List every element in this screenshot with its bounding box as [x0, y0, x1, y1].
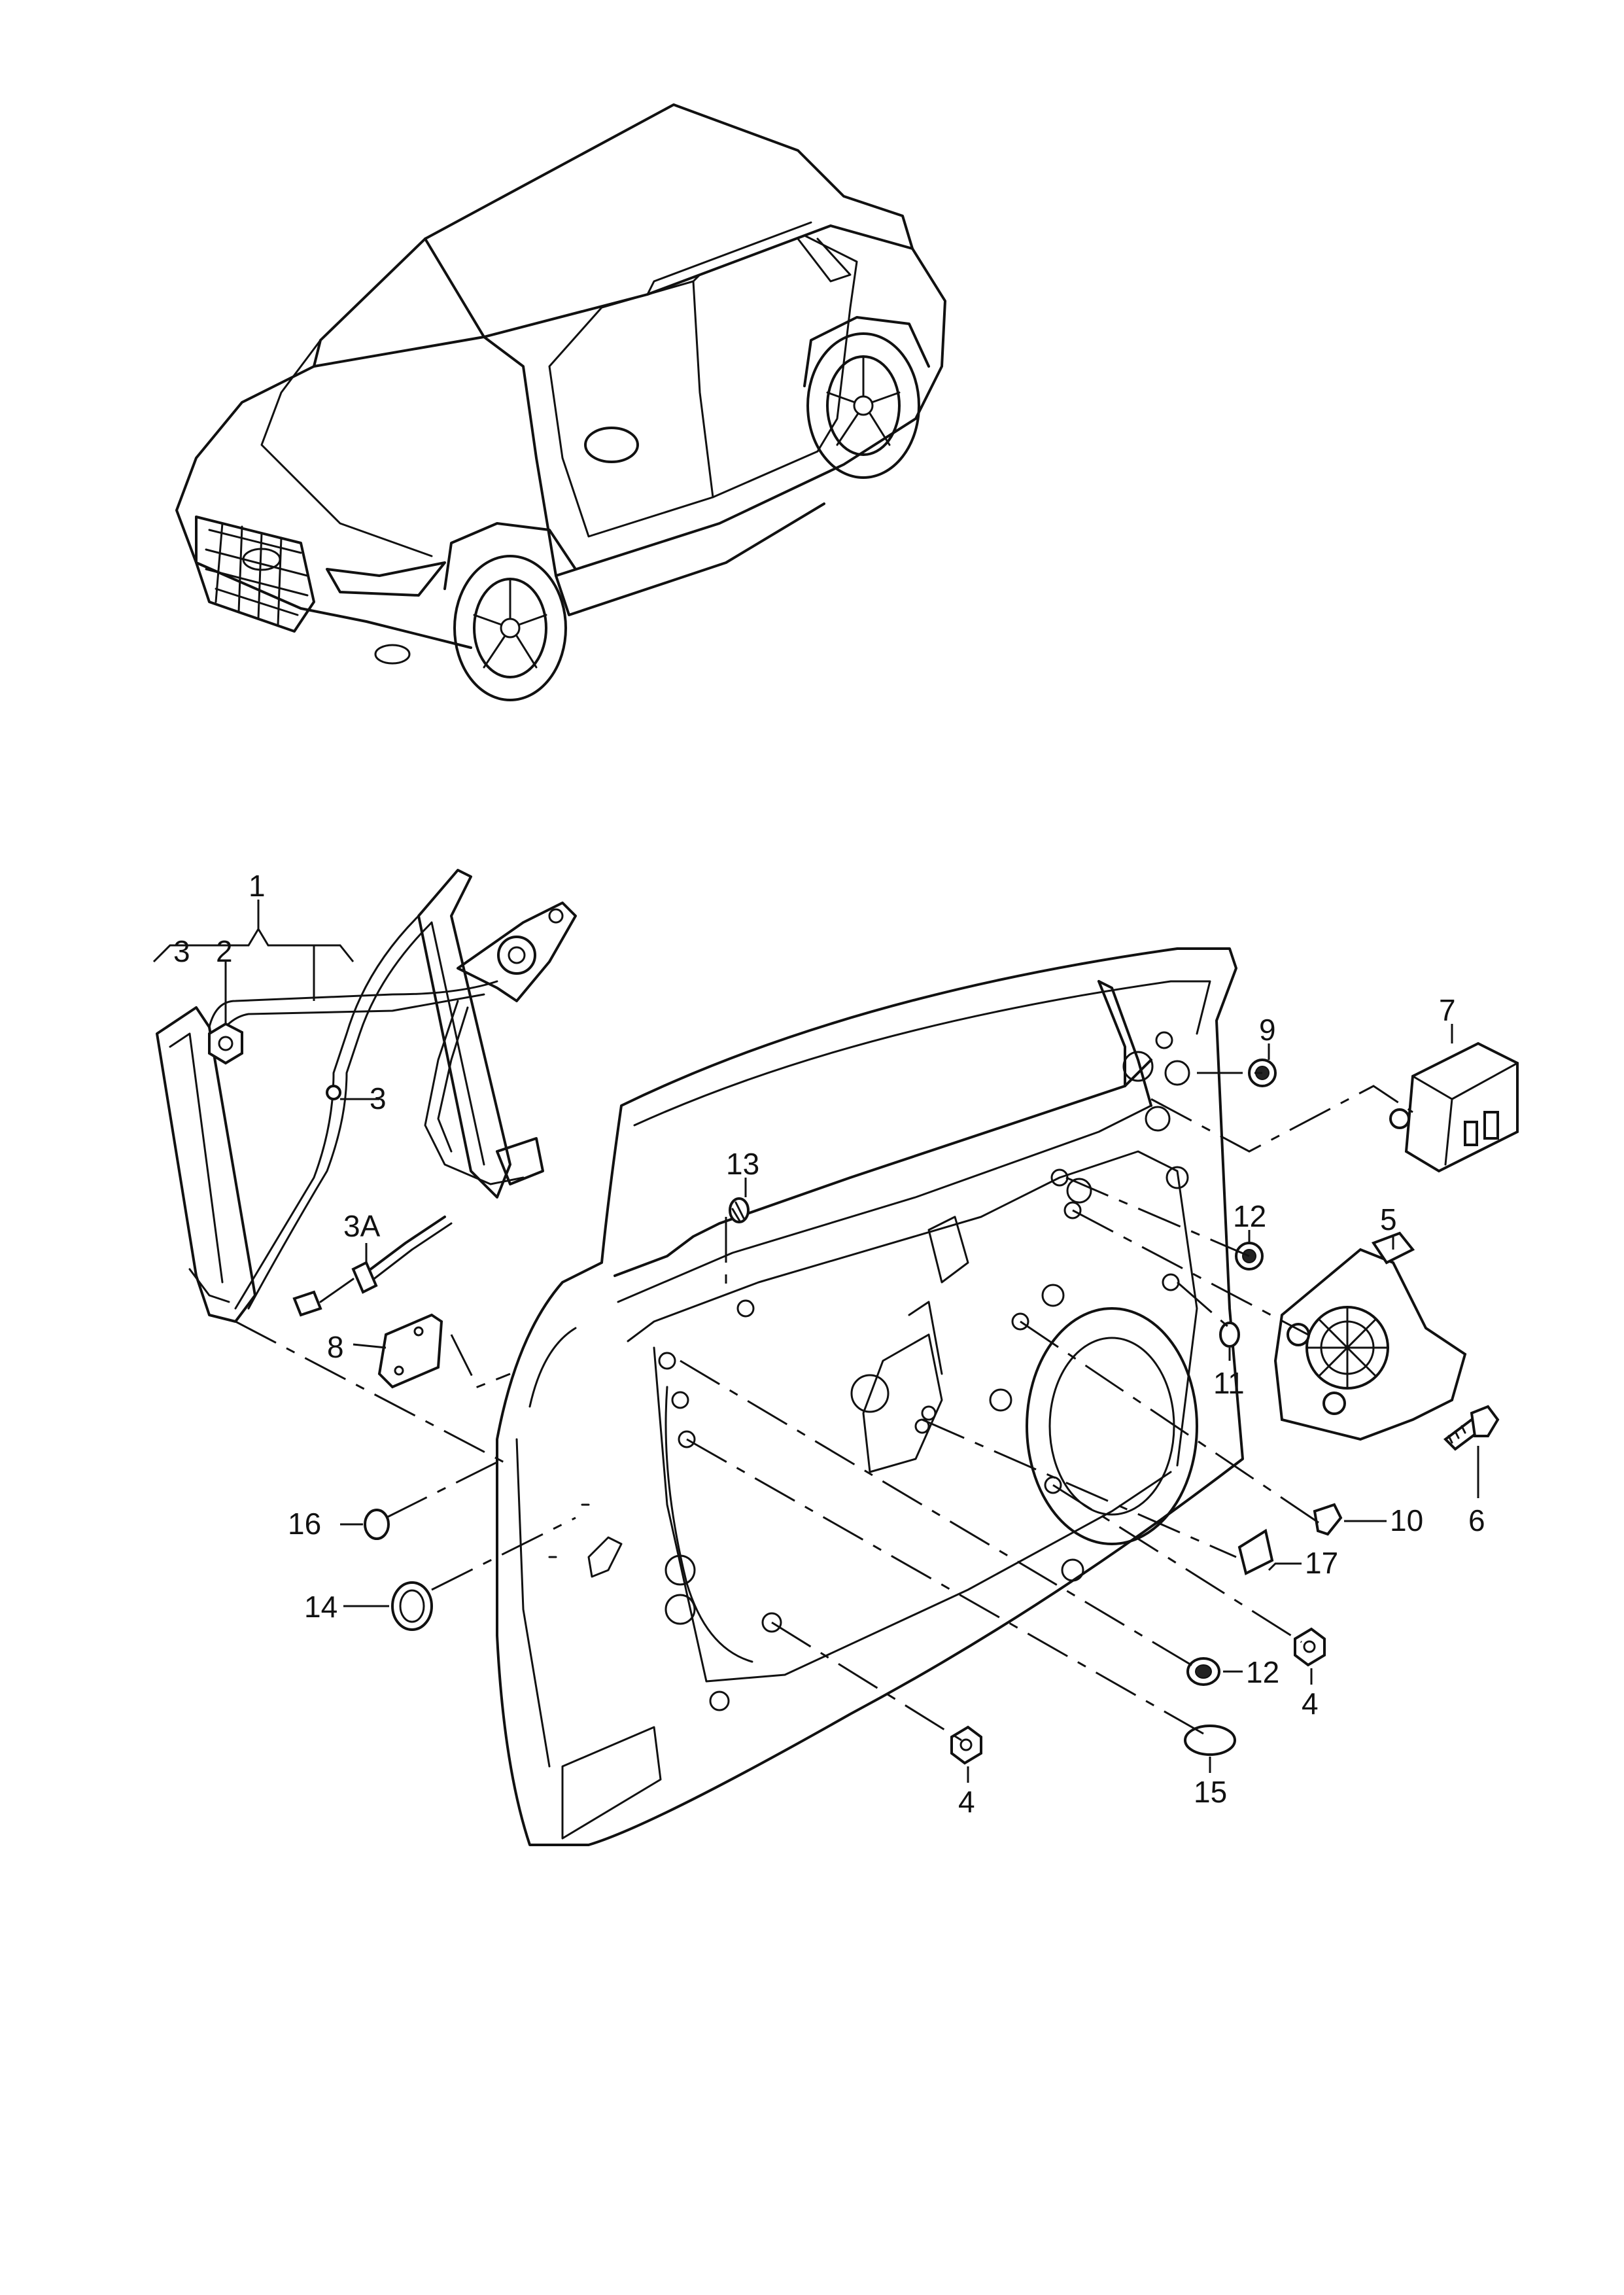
callout-12-upper: 12	[1233, 1199, 1266, 1233]
callout-5: 5	[1380, 1202, 1397, 1236]
part-3A-wiring-harness	[292, 1216, 453, 1317]
part-12-lower-grommet	[1186, 1657, 1220, 1686]
callout-11: 11	[1213, 1366, 1245, 1400]
callout-4-lower: 4	[958, 1785, 975, 1819]
door-inner-panel	[496, 947, 1244, 1846]
part-8-bracket	[377, 1313, 443, 1389]
part-17-foil	[1237, 1528, 1274, 1575]
part-11-plug	[1219, 1322, 1240, 1348]
part-13-plug	[729, 1197, 750, 1223]
part-15-cap	[1184, 1725, 1236, 1756]
callout-3-left: 3	[173, 934, 190, 968]
callout-3A: 3A	[343, 1209, 381, 1243]
callout-7: 7	[1439, 993, 1456, 1027]
callout-9: 9	[1259, 1013, 1276, 1047]
callout-8: 8	[327, 1330, 344, 1364]
window-regulator-assembly	[156, 869, 577, 1323]
leader-lines	[152, 900, 1479, 1783]
part-10-expanding-nut	[1313, 1503, 1343, 1536]
part-14-cover	[391, 1581, 433, 1631]
callout-2: 2	[216, 934, 233, 968]
part-7-control-unit	[1389, 1042, 1519, 1173]
callout-6: 6	[1468, 1503, 1485, 1537]
callout-1: 1	[249, 869, 266, 903]
part-16-plug	[364, 1509, 390, 1540]
part-4-nut-lower	[950, 1725, 982, 1765]
vehicle-overview-illustration	[175, 103, 946, 701]
callout-14: 14	[304, 1590, 337, 1624]
part-3-cable-clip	[326, 1085, 341, 1100]
callout-4-right: 4	[1302, 1687, 1319, 1721]
callout-17: 17	[1305, 1546, 1338, 1580]
callout-13: 13	[726, 1147, 759, 1181]
callout-3-cable: 3	[370, 1081, 387, 1115]
part-5-window-motor	[1273, 1231, 1467, 1441]
callout-15: 15	[1194, 1775, 1227, 1809]
part-4-nut-right	[1294, 1627, 1326, 1667]
callout-10: 10	[1390, 1503, 1423, 1537]
callout-16: 16	[288, 1507, 321, 1541]
callout-labels: 1 3 2 3 3A 8 9 7 13 12 5 11 6 10 17 16 1…	[173, 869, 1485, 1819]
part-2-nut	[208, 1022, 243, 1065]
part-6-bolt	[1443, 1405, 1500, 1451]
callout-12-lower: 12	[1246, 1655, 1279, 1689]
